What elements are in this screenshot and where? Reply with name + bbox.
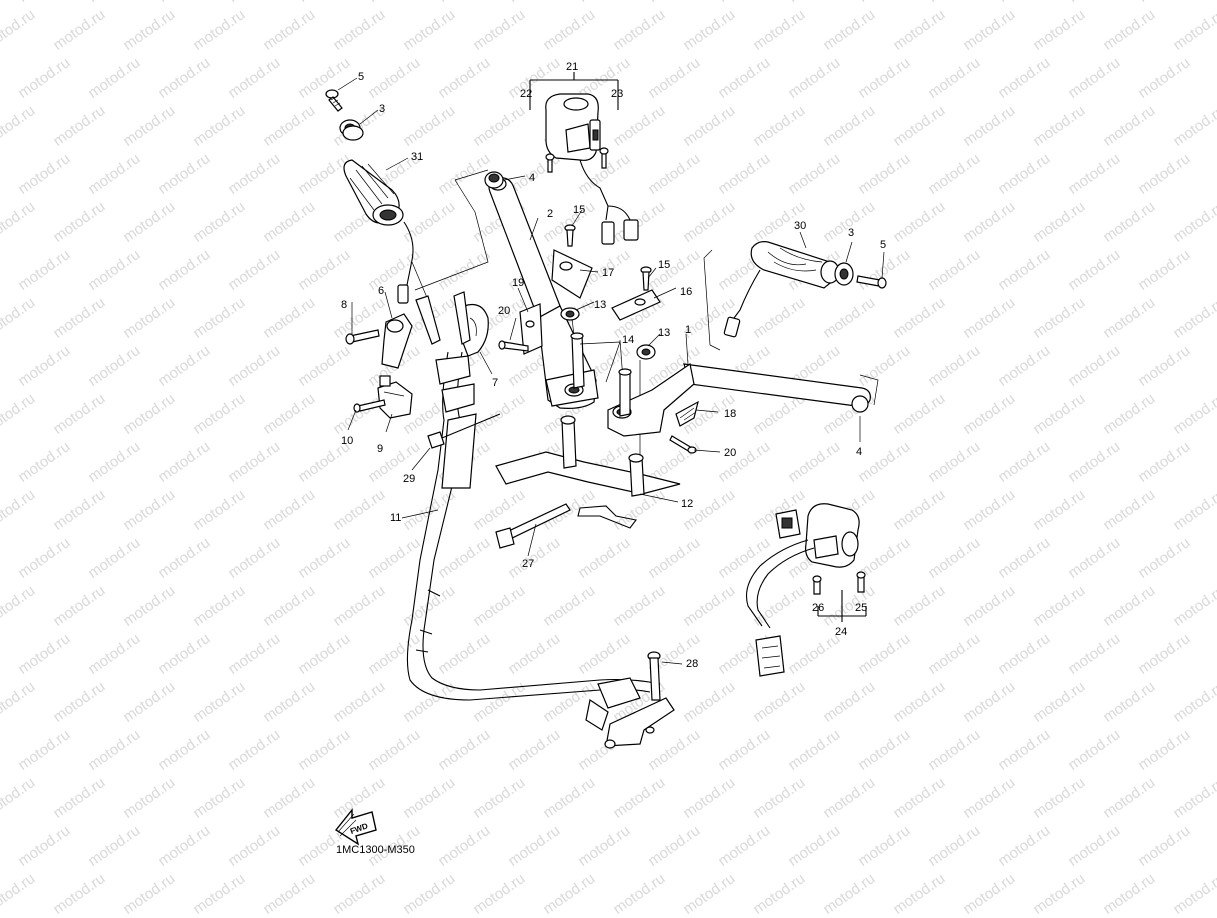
callout-26: 26 (812, 602, 824, 614)
part-27-strap (495, 503, 571, 549)
left-grip-assembly (325, 89, 429, 304)
callout-13-left: 13 (594, 299, 606, 311)
callout-23: 23 (611, 88, 623, 100)
callout-31: 31 (411, 151, 423, 163)
callout-4-left: 4 (529, 172, 535, 184)
part-22-screw (545, 153, 555, 173)
part-31-throttle-grip (343, 159, 414, 304)
callout-19: 19 (512, 277, 524, 289)
callout-20-right: 20 (724, 447, 736, 459)
callout-13-right: 13 (658, 327, 670, 339)
callout-24: 24 (835, 626, 847, 638)
callout-30: 30 (794, 220, 806, 232)
part-3-bar-end-weight-right (834, 262, 854, 286)
throttle-housing-assembly (345, 303, 489, 419)
part-5-screw-left (325, 89, 343, 112)
callout-4-right: 4 (856, 446, 862, 458)
callout-10: 10 (341, 435, 353, 447)
part-15-screw-right (640, 266, 652, 291)
part-29-cable-clamp (427, 413, 501, 449)
part-12-bracket (495, 415, 681, 529)
part-17-plate (551, 249, 593, 299)
fwd-arrow: FWD (334, 808, 377, 846)
callout-14: 14 (622, 334, 634, 346)
part-16-plate (611, 289, 661, 321)
part-20-screw-left (498, 340, 529, 352)
callout-22: 22 (520, 88, 532, 100)
callout-1: 1 (685, 324, 691, 336)
part-23-screw (599, 147, 609, 169)
callout-9: 9 (377, 443, 383, 455)
callout-16: 16 (680, 286, 692, 298)
part-30-right-grip (723, 241, 840, 338)
callout-2: 2 (547, 208, 553, 220)
part-2-left-handlebar (484, 171, 599, 409)
part-5-screw-right (856, 275, 887, 289)
part-3-bar-end-weight-left (339, 119, 364, 141)
callout-18: 18 (724, 408, 736, 420)
callout-15-left: 15 (573, 204, 585, 216)
part-25-screw (856, 571, 866, 593)
callout-labels: 1 2 3 3 4 4 5 5 6 7 8 9 10 11 12 13 13 1… (341, 61, 886, 670)
callout-21: 21 (566, 61, 578, 73)
callout-25: 25 (855, 602, 867, 614)
part-13-nut-right (636, 344, 656, 360)
callout-7: 7 (492, 377, 498, 389)
callout-12: 12 (681, 498, 693, 510)
part-15-screw-left (564, 224, 576, 247)
part-21-switch-housing (545, 93, 639, 245)
callout-20-left: 20 (498, 305, 510, 317)
leader-lines (337, 77, 885, 665)
callout-29: 29 (403, 473, 415, 485)
callout-8: 8 (341, 299, 347, 311)
callout-11: 11 (390, 512, 401, 524)
callout-27: 27 (522, 558, 534, 570)
callout-3-right: 3 (848, 227, 854, 239)
part-26-screw (812, 575, 822, 595)
drawing-code: 1MC1300-M350 (336, 844, 415, 856)
callout-5-right: 5 (880, 239, 886, 251)
part-1-right-handlebar (607, 362, 871, 437)
callout-17: 17 (602, 267, 614, 279)
part-13-nut-left (560, 307, 580, 321)
callout-6: 6 (378, 285, 384, 297)
part-19-bracket (519, 303, 543, 355)
lower-cable-bracket (604, 697, 675, 749)
part-24-right-switch (745, 503, 860, 677)
part-20-screw-right (669, 435, 697, 454)
callout-28: 28 (686, 658, 698, 670)
part-11-throttle-cables (406, 291, 661, 731)
part-28-bolt (647, 651, 661, 701)
callout-5-left: 5 (358, 71, 364, 83)
callout-3-left: 3 (379, 103, 385, 115)
callout-15-right: 15 (658, 259, 670, 271)
part-18-plate (675, 400, 699, 427)
